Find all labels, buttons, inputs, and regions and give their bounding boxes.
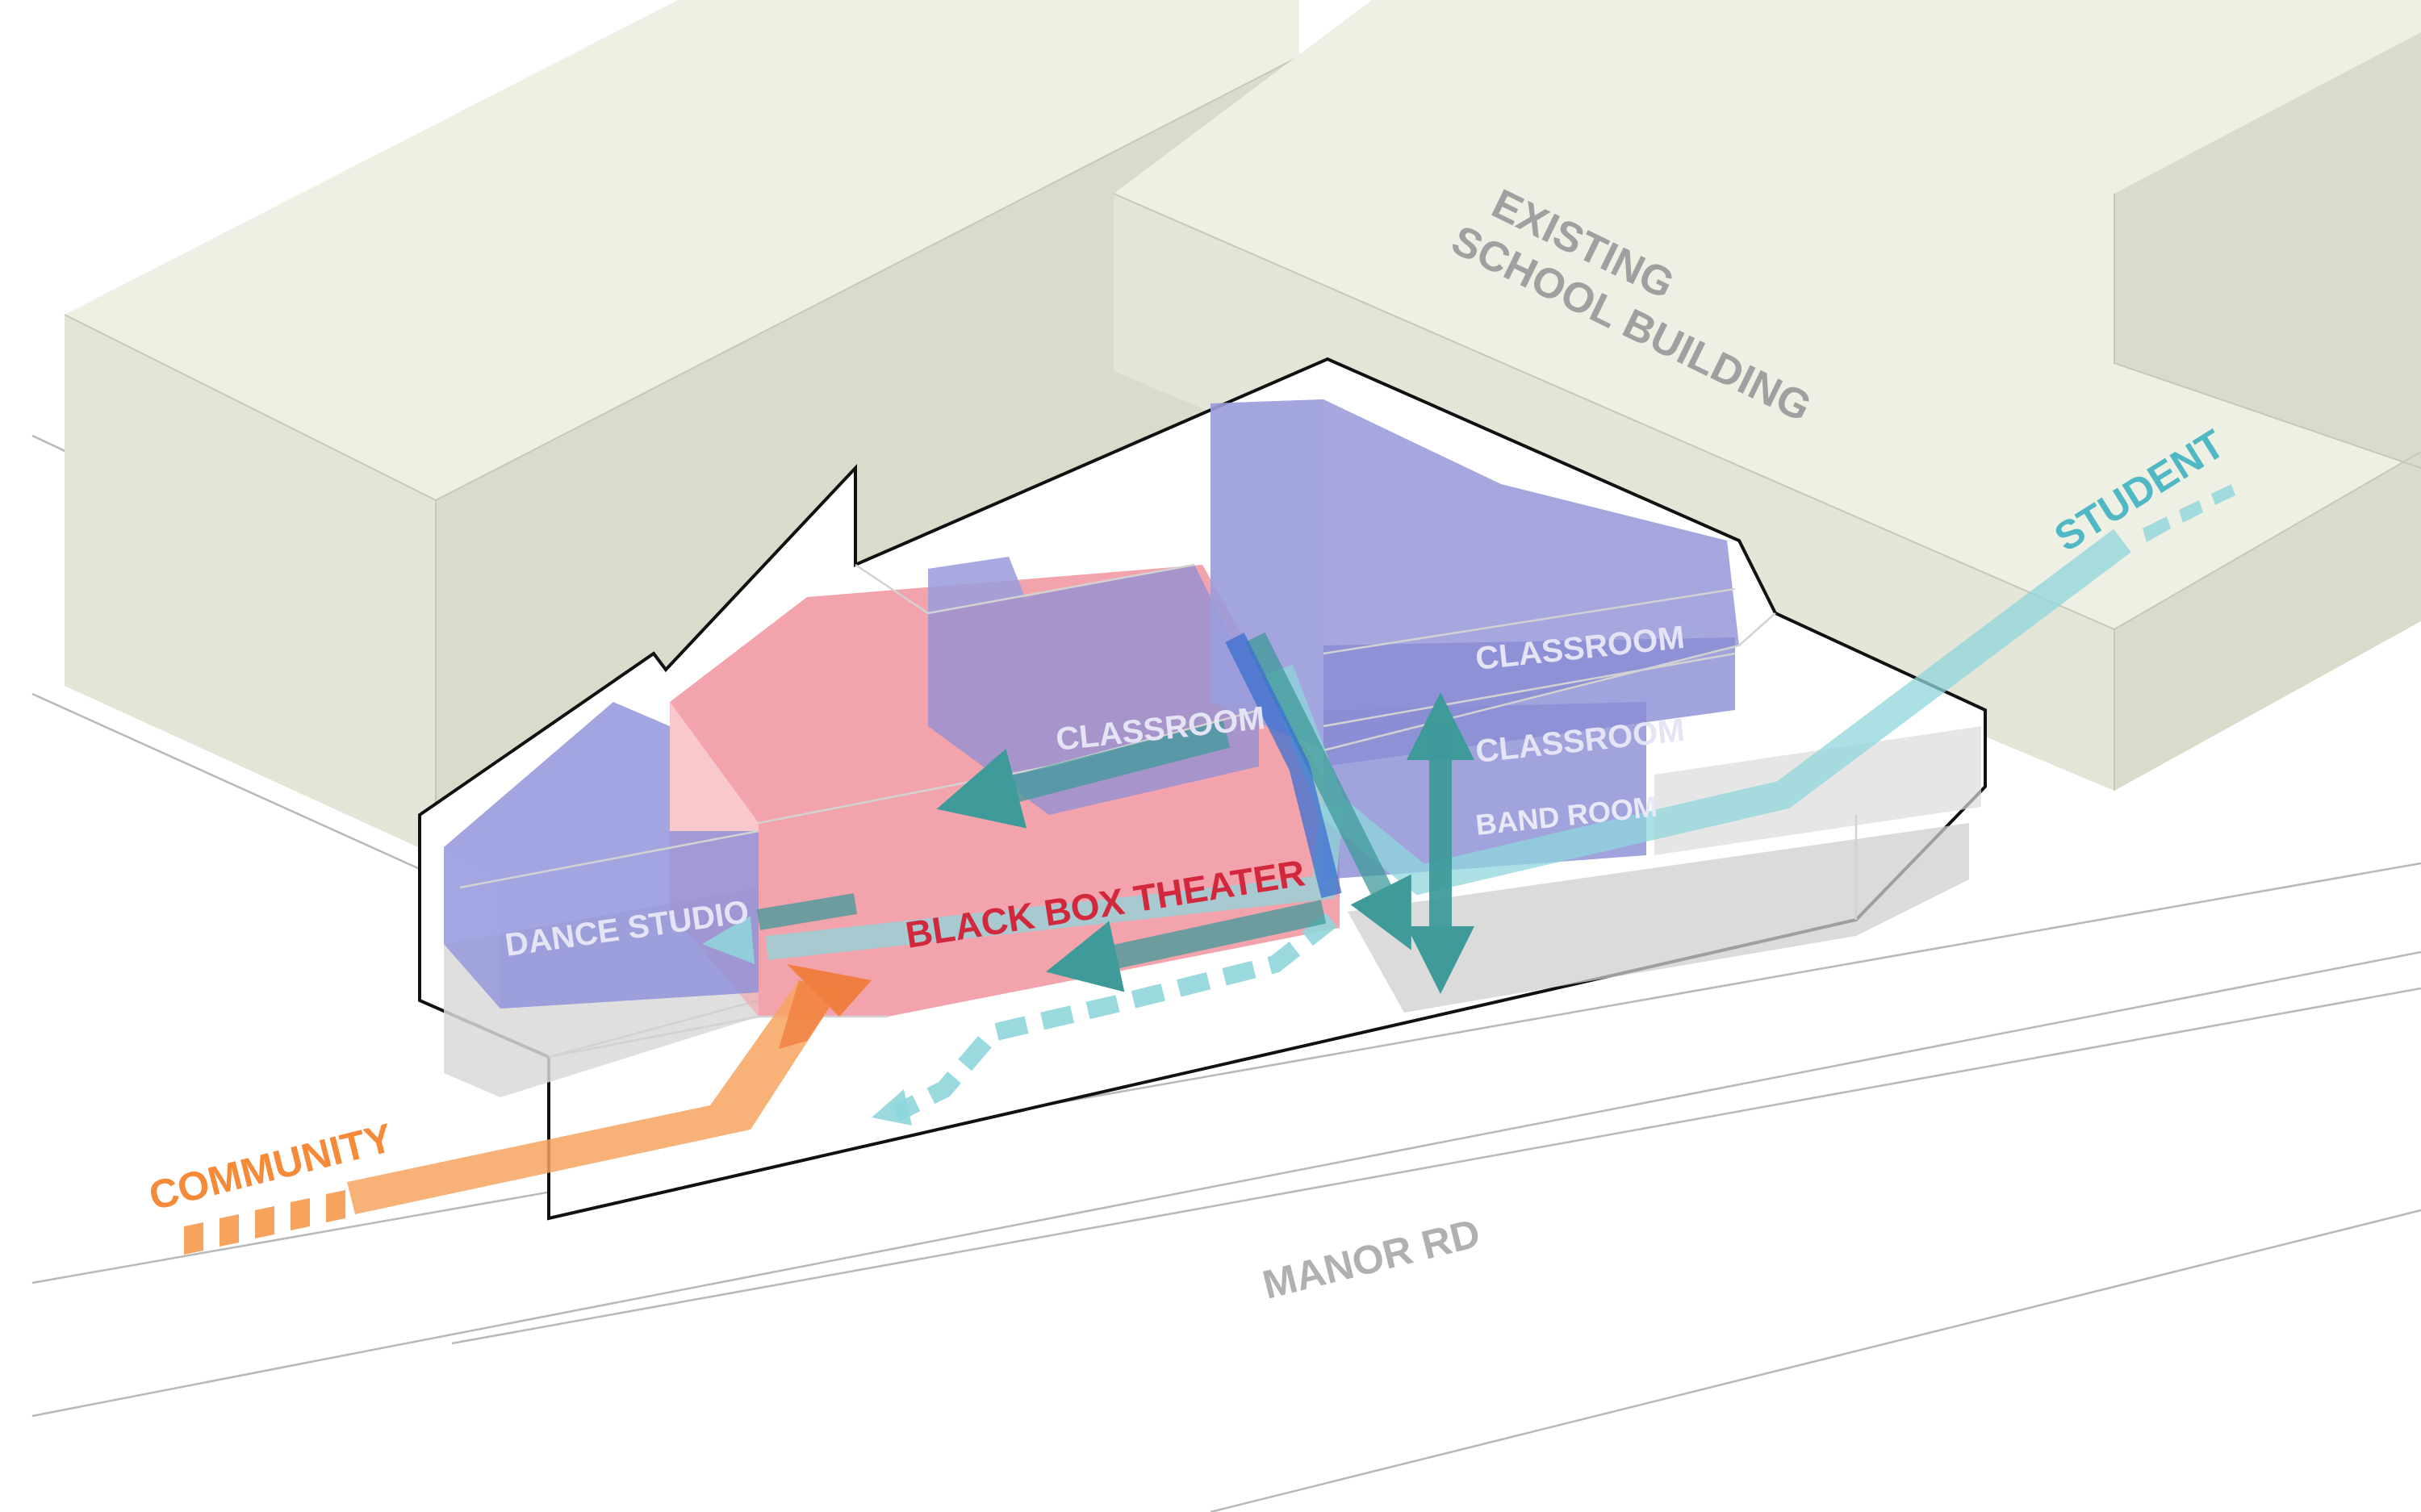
existing-building-east-wing: [1113, 0, 2421, 791]
road-lane-line: [451, 987, 2421, 1345]
road-lane-line: [31, 862, 2421, 1284]
road-lane-line: [31, 950, 2421, 1418]
street-name-label: MANOR RD: [1258, 1210, 1484, 1308]
street-lines: [31, 434, 2421, 1512]
student-path-dashes: [2143, 484, 2235, 542]
community-path-dashes: [184, 1190, 345, 1255]
road-edge-line: [31, 692, 453, 885]
interior-circulation-arrows: [756, 632, 1474, 994]
dance-studio-volume: [444, 702, 759, 1009]
community-circulation-path: [184, 964, 872, 1255]
road-lane-line: [1210, 1209, 2421, 1512]
